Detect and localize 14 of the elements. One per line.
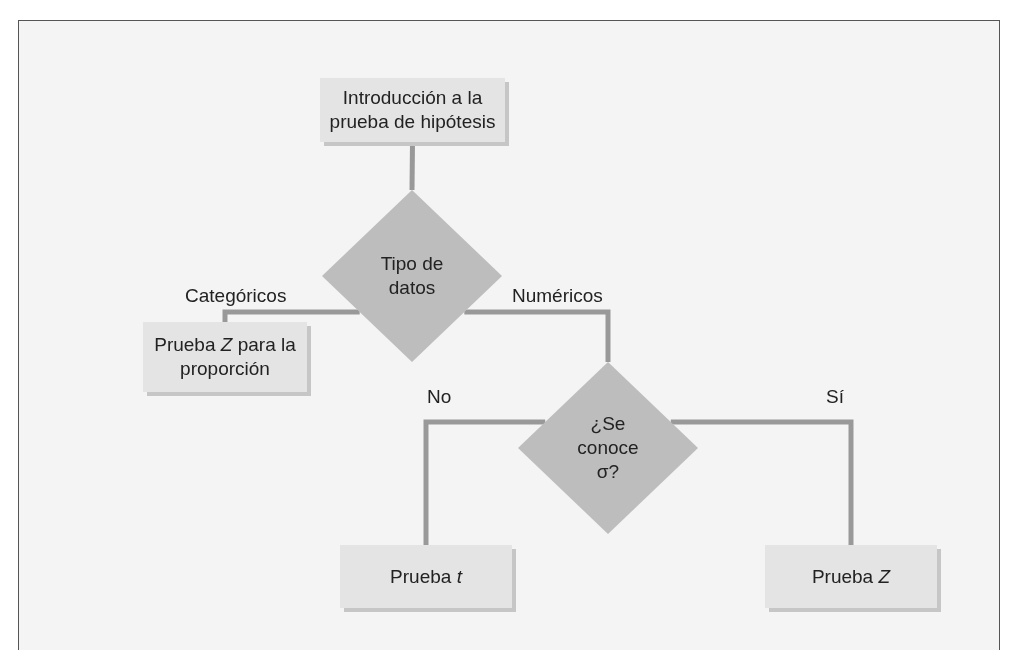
box-text: Introducción a la prueba de hipótesis [328, 86, 497, 134]
connector-line [222, 309, 360, 322]
edge-label: Sí [826, 385, 844, 409]
decision-text: Tipo de datos [379, 252, 445, 300]
connector-line [670, 419, 854, 545]
box-text: Prueba t [390, 564, 462, 589]
connector-line [423, 419, 546, 545]
edge-label: No [427, 385, 452, 409]
decision-text: ¿Se conoce σ? [576, 412, 640, 484]
box-text: Prueba Z para la proporción [153, 333, 297, 381]
box-text: Prueba Z [811, 564, 891, 589]
edge-label: Numéricos [512, 284, 603, 308]
edge-label: Categóricos [185, 284, 287, 308]
connector-line [464, 309, 611, 362]
